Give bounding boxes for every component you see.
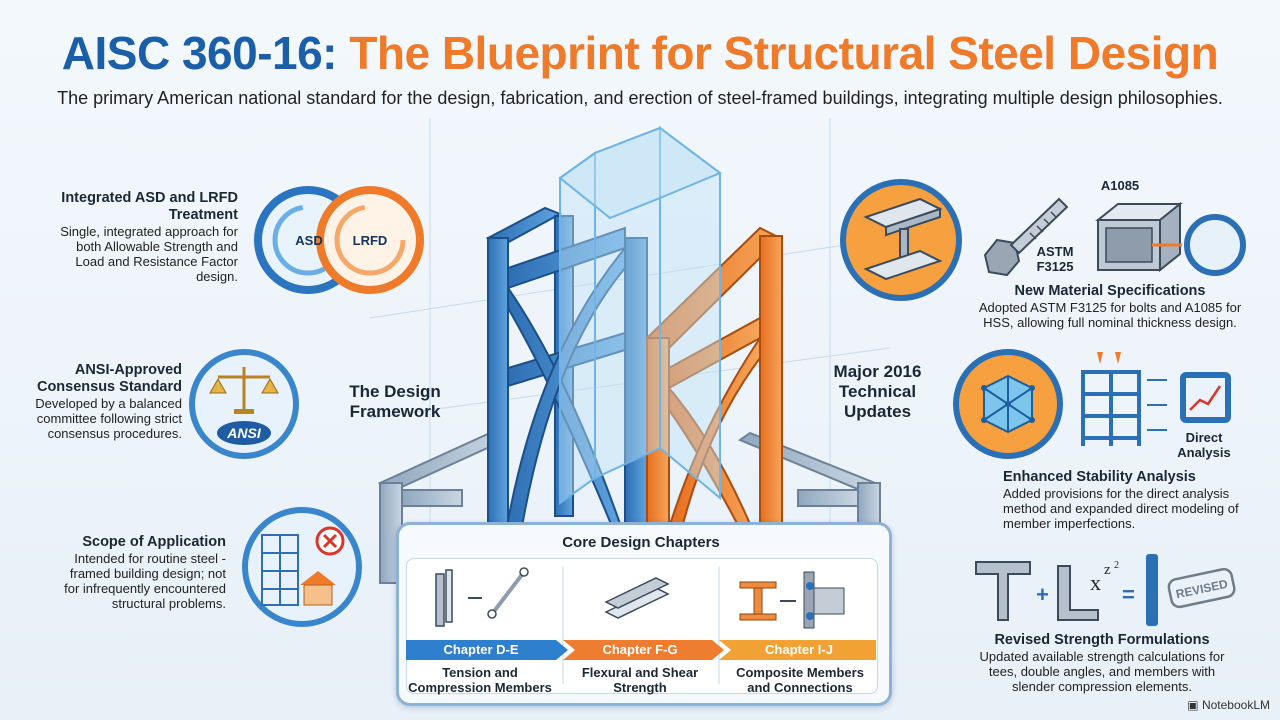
asd-label: ASD <box>295 233 322 248</box>
feature-heading: Enhanced Stability Analysis <box>1003 469 1196 485</box>
building-scope-icon <box>242 507 362 627</box>
feature-body: Developed by a balanced committee follow… <box>35 396 182 441</box>
hss-tube-icon <box>1095 201 1246 276</box>
feature-heading: New Material Specifications <box>1014 283 1206 299</box>
feature-ansi: ANSI-Approved Consensus Standard Develop… <box>28 362 182 441</box>
formula-x: x <box>1090 570 1101 595</box>
lrfd-label: LRFD <box>353 233 388 248</box>
plus-sign: + <box>1036 582 1049 607</box>
column-member-icon <box>435 567 529 627</box>
chapter-fg-desc: Flexural and Shear Strength <box>581 665 699 695</box>
feature-heading: Scope of Application <box>82 534 226 550</box>
feature-heading: Revised Strength Formulations <box>994 632 1210 648</box>
notebooklm-watermark: ▣ NotebookLM <box>1187 698 1270 712</box>
title-text: The Blueprint for Structural Steel Desig… <box>349 27 1219 79</box>
feature-heading: ANSI-Approved Consensus Standard <box>36 362 182 395</box>
notebook-icon: ▣ <box>1187 698 1199 712</box>
design-framework-label: The Design Framework <box>349 382 441 421</box>
chart-graph-icon <box>1180 372 1231 423</box>
feature-heading: Integrated ASD and LRFD Treatment <box>61 190 238 223</box>
formula-sup: z <box>1104 562 1111 578</box>
feature-body: Intended for routine steel - framed buil… <box>64 551 226 611</box>
formula-illustration: + x z 2 = REVISED <box>975 554 1236 626</box>
direct-analysis-label: Direct Analysis <box>1177 430 1231 460</box>
i-beam-icon <box>840 179 962 301</box>
feature-asd-lrfd: Integrated ASD and LRFD Treatment Single… <box>60 190 238 284</box>
asd-lrfd-infinity-icon: ASD LRFD <box>254 186 424 294</box>
feature-formulations: Revised Strength Formulations Updated av… <box>968 632 1236 694</box>
bolt-icon <box>983 197 1069 277</box>
feature-scope: Scope of Application Intended for routin… <box>58 534 226 611</box>
feature-body: Adopted ASTM F3125 for bolts and A1085 f… <box>978 300 1242 330</box>
feature-body: Single, integrated approach for both All… <box>60 224 238 284</box>
chapters-graphics <box>406 566 876 684</box>
chapters-panel <box>406 558 878 694</box>
feature-materials: New Material Specifications Adopted ASTM… <box>975 283 1245 330</box>
feature-body: Updated available strength calculations … <box>979 649 1225 694</box>
stability-cube-icon <box>953 349 1063 459</box>
page-title: AISC 360-16: The Blueprint for Structura… <box>0 26 1280 80</box>
bolt-label: ASTM F3125 <box>1036 244 1074 274</box>
equals-sign: = <box>1122 582 1135 607</box>
feature-stability: Enhanced Stability Analysis Added provis… <box>1003 469 1248 531</box>
chapter-de-desc: Tension and Compression Members <box>408 665 552 695</box>
ansi-scales-icon: ANSI <box>189 349 299 459</box>
ansi-label: ANSI <box>226 425 262 441</box>
feature-body: Added provisions for the direct analysis… <box>1003 486 1239 531</box>
chapter-de-label: Chapter D-E <box>443 642 519 657</box>
hss-label: A1085 <box>1100 178 1140 193</box>
technical-updates-label: Major 2016 Technical Updates <box>833 362 922 421</box>
frame-analysis-icon <box>1081 352 1167 446</box>
footer-label: NotebookLM <box>1201 698 1270 712</box>
composite-connection-icon <box>739 571 845 629</box>
chapter-ij-label: Chapter I-J <box>765 642 833 657</box>
chapter-fg-label: Chapter F-G <box>602 642 678 657</box>
page-subtitle: The primary American national standard f… <box>57 88 1223 108</box>
core-chapters-title: Core Design Chapters <box>562 534 720 551</box>
formula-sup2: 2 <box>1114 560 1119 571</box>
steel-tower-illustration <box>370 118 890 588</box>
chapter-ij-desc: Composite Members and Connections <box>736 665 864 695</box>
title-code: AISC 360-16: <box>61 27 338 79</box>
flexural-beam-icon <box>604 577 670 619</box>
